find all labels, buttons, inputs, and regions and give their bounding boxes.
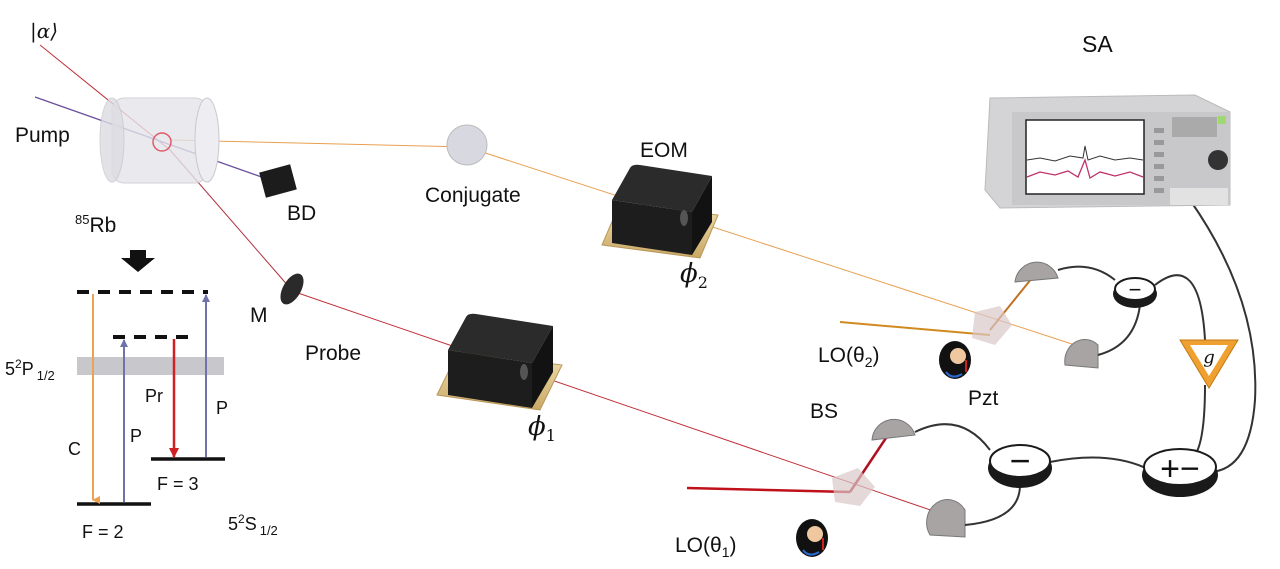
sa-knob[interactable] (1208, 150, 1228, 170)
sa-buttons (1154, 117, 1217, 193)
conjugate-mirror (446, 124, 488, 166)
mirror-m (280, 273, 304, 305)
pzt-label: Pzt (968, 387, 999, 410)
cables (914, 199, 1257, 526)
label-p-right: P (216, 398, 228, 418)
input-state-label: |α⟩ (30, 19, 58, 44)
bd-label: BD (287, 202, 316, 225)
beams (34, 44, 1076, 516)
subtractor-1-sign: − (1009, 440, 1030, 481)
bs-label: BS (810, 400, 838, 423)
eom-1 (436, 313, 563, 411)
mirror-label: M (250, 304, 268, 327)
beam-splitter-1 (832, 468, 875, 506)
eom-2 (601, 164, 719, 259)
eom-label: EOM (640, 139, 688, 162)
phi2-label: ϕ2 (680, 259, 708, 292)
label-pr: Pr (145, 386, 163, 406)
phi1-label: ϕ1 (528, 412, 556, 445)
summing-junction[interactable]: +− (1142, 448, 1218, 497)
detector-1a (871, 418, 916, 441)
spectrum-analyzer[interactable] (984, 94, 1231, 209)
pump-label: Pump (15, 124, 70, 147)
conjugate-beam-1 (169, 139, 468, 148)
conjugate-label: Conjugate (425, 184, 521, 207)
label-f2: F = 2 (82, 522, 124, 542)
lo1-label: LO(θ1) (675, 534, 736, 560)
rb-vapor-cell (99, 97, 220, 184)
detector-2a (1014, 261, 1059, 283)
summing-junction-sign: +− (1160, 450, 1200, 488)
label-c: C (68, 439, 81, 459)
beam-dump (259, 164, 297, 198)
label-f3: F = 3 (157, 474, 199, 494)
detector-2b (1064, 338, 1099, 369)
sa-trace-2 (1026, 158, 1144, 179)
gain-label: g (1203, 347, 1215, 368)
gain-amplifier[interactable]: g (1179, 339, 1239, 389)
lo1-beam (686, 486, 851, 494)
label-p-left: P (130, 426, 142, 446)
subtractor-2[interactable]: − (1113, 277, 1157, 308)
labels: |α⟩ Pump 85Rb BD M Probe Conjugate EOM ϕ… (15, 19, 1113, 560)
lo2-beam (839, 321, 991, 336)
pzt-mirror-lo2 (939, 341, 971, 379)
beam-splitter-2 (972, 306, 1012, 345)
sa-trace-1 (1026, 145, 1144, 162)
pzt-mirror-lo1 (796, 519, 828, 557)
subtractor-1[interactable]: − (988, 440, 1052, 488)
subtractor-2-sign: − (1129, 277, 1142, 302)
lo2-label: LO(θ2) (818, 344, 879, 370)
excited-state-band (77, 357, 224, 375)
down-arrow-icon (121, 250, 155, 272)
probe-label: Probe (305, 342, 361, 365)
detector-1b (926, 499, 966, 538)
sa-screen (1025, 119, 1145, 195)
conjugate-beam-2 (466, 146, 1076, 346)
rb-label: 85Rb (75, 212, 116, 237)
sa-label: SA (1082, 31, 1113, 57)
